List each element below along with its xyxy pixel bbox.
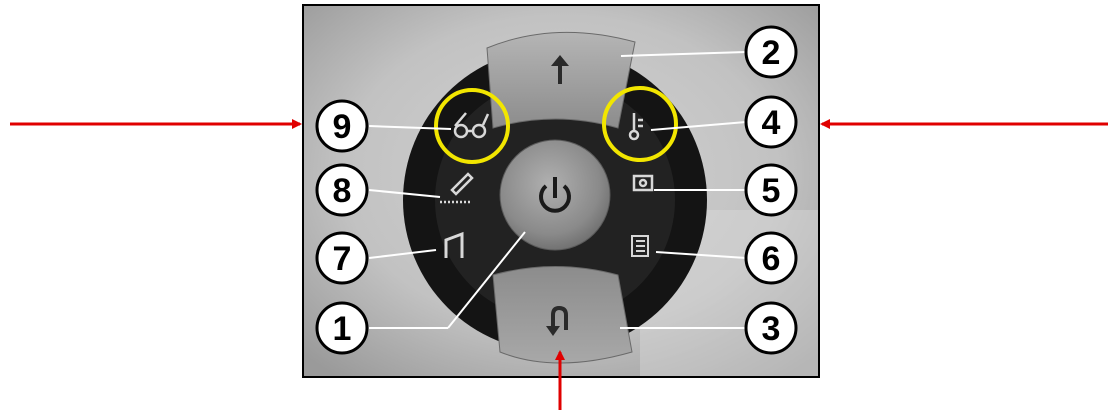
callout-9: 9 <box>315 99 369 153</box>
leader-lines <box>368 51 747 329</box>
callout-8: 8 <box>315 163 369 217</box>
document-button[interactable] <box>631 235 649 257</box>
callout-3: 3 <box>744 301 798 355</box>
svg-text:7: 7 <box>333 240 352 278</box>
svg-text:9: 9 <box>333 108 352 146</box>
callout-4: 4 <box>744 95 798 149</box>
pen-button[interactable] <box>440 172 474 204</box>
temperature-button[interactable] <box>628 113 643 141</box>
highlight-ring-right <box>602 86 678 162</box>
callout-5: 5 <box>744 163 798 217</box>
return-arrow-icon <box>546 305 568 336</box>
pen-icon <box>440 172 474 204</box>
svg-text:3: 3 <box>762 310 781 348</box>
highlight-ring-left <box>434 88 510 164</box>
disc-icon <box>632 174 654 192</box>
page-corner-icon <box>444 231 464 258</box>
callout-7: 7 <box>315 231 369 285</box>
power-button[interactable] <box>499 139 611 251</box>
svg-text:1: 1 <box>333 310 352 348</box>
svg-text:5: 5 <box>762 172 781 210</box>
back-button[interactable] <box>492 266 633 364</box>
up-button[interactable] <box>486 31 636 129</box>
page-button[interactable] <box>444 231 464 258</box>
thermometer-icon <box>628 113 643 141</box>
document-lines-icon <box>631 235 649 257</box>
svg-text:2: 2 <box>762 34 781 72</box>
power-icon <box>539 177 571 213</box>
svg-text:8: 8 <box>333 172 352 210</box>
arrow-up-icon <box>551 55 569 84</box>
callout-6: 6 <box>744 231 798 285</box>
disc-button[interactable] <box>632 174 654 192</box>
callout-1: 1 <box>315 301 369 355</box>
svg-text:4: 4 <box>762 104 781 142</box>
svg-text:6: 6 <box>762 240 781 278</box>
reading-glasses-icon <box>453 112 490 139</box>
callout-2: 2 <box>744 25 798 79</box>
glasses-button[interactable] <box>453 112 490 139</box>
